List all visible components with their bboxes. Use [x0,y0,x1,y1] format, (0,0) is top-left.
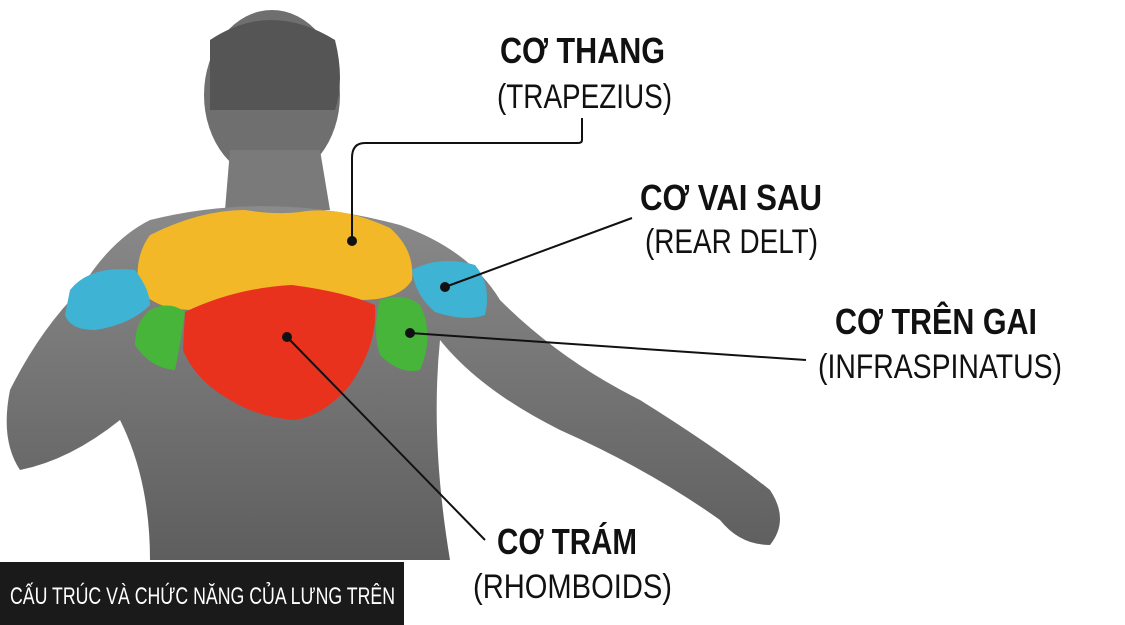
infraspinatus-english-label: (INFRASPINATUS) [818,348,1062,386]
rear-delt-muscle [65,269,150,330]
rhomboids-label: CƠ TRÁM [497,521,637,562]
rhomboids-english-label: (RHOMBOIDS) [473,568,672,606]
trapezius-muscle [137,210,413,310]
rear-delt-muscle-right [412,261,488,318]
trapezius-english-label: (TRAPEZIUS) [497,78,672,116]
rear-delt-english-label: (REAR DELT) [645,223,818,261]
infraspinatus-muscle [135,305,185,370]
infraspinatus-label: CƠ TRÊN GAI [835,300,1037,342]
rear-delt-label: CƠ VAI SAU [640,177,822,218]
caption-text: CẤU TRÚC VÀ CHỨC NĂNG CỦA LƯNG TRÊN [10,581,395,610]
leader-dots [282,236,450,342]
infraspinatus-muscle-right [376,296,428,371]
trapezius-label: CƠ THANG [500,30,665,71]
caption-box [0,562,404,625]
leader-lines [286,118,807,541]
rhomboids-muscle [183,285,376,420]
